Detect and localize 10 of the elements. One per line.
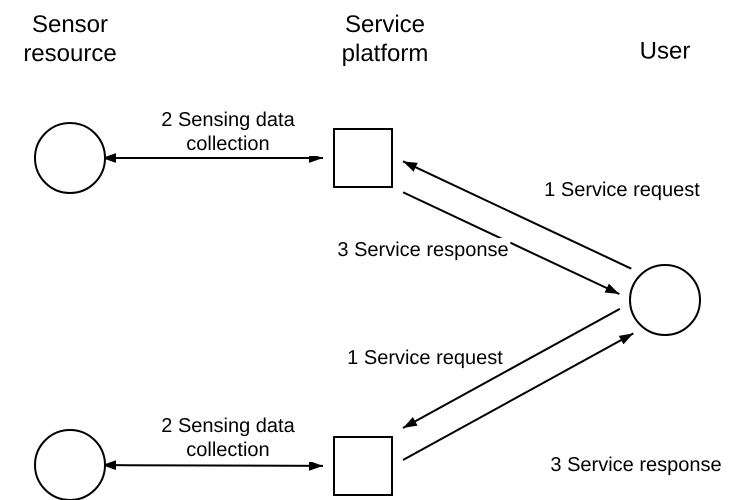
edge-label: 3 Service response	[335, 238, 511, 262]
column-heading: Service platform	[340, 11, 430, 69]
arrow	[402, 308, 620, 429]
square-node	[333, 128, 393, 188]
arrow	[402, 160, 632, 270]
column-heading: Sensor resource	[22, 11, 118, 69]
arrow	[402, 332, 634, 461]
arrow	[402, 191, 620, 295]
column-heading: User	[638, 38, 692, 66]
square-node	[333, 436, 393, 496]
